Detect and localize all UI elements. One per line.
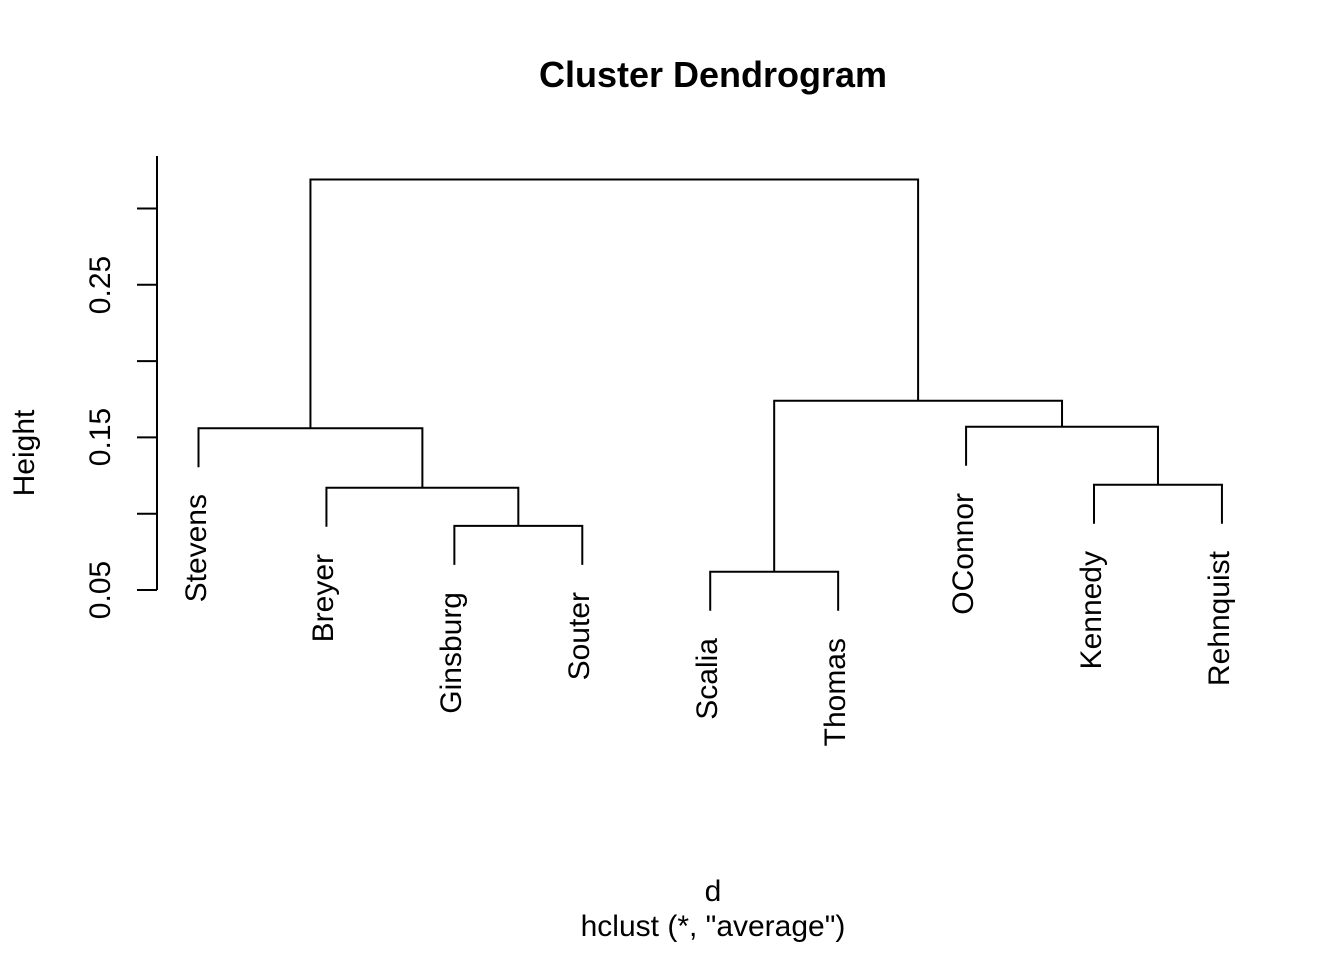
leaf-label-scalia: Scalia	[691, 637, 725, 720]
dendrogram-merge-m4	[1093, 483, 1223, 524]
dendrogram-merge-m8	[309, 178, 920, 429]
y-tick-label-0.15: 0.15	[84, 408, 117, 467]
y-axis-label: Height	[8, 409, 41, 497]
x-axis-label: d	[704, 875, 722, 908]
dendrogram-merge-m3	[325, 486, 520, 527]
leaf-label-breyer: Breyer	[307, 553, 341, 643]
leaf-label-rehnquist: Rehnquist	[1202, 550, 1236, 686]
dendrogram-merge-m1	[709, 570, 840, 611]
leaf-label-kennedy: Kennedy	[1075, 550, 1108, 670]
y-tick-label-0.05: 0.05	[84, 560, 117, 620]
dendrogram-merge-m6	[965, 425, 1159, 485]
dendrogram-merge-m2	[453, 524, 584, 565]
leaf-label-souter: Souter	[563, 591, 597, 681]
leaf-label-oconnor: OConnor	[947, 492, 981, 615]
dendrogram-merge-m5	[197, 427, 424, 488]
y-tick-label-0.25: 0.25	[84, 255, 117, 314]
leaf-label-thomas: Thomas	[819, 637, 853, 747]
leaf-label-ginsburg: Ginsburg	[435, 591, 469, 714]
leaf-label-stevens: Stevens	[179, 494, 213, 603]
x-axis-sub-label: hclust (*, "average")	[580, 910, 846, 943]
plot-title: Cluster Dendrogram	[538, 54, 888, 95]
